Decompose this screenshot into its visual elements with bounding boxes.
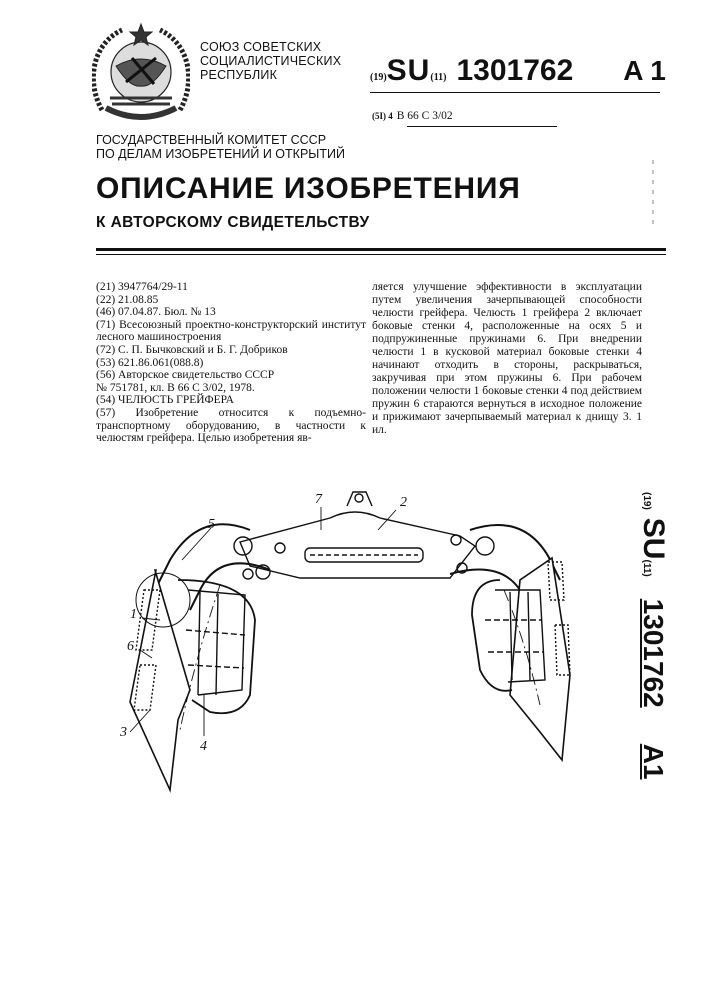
figure-label-4: 4 — [200, 739, 207, 754]
number-code-num: (11) — [430, 72, 446, 83]
ipc-value: B 66 C 3/02 — [397, 110, 453, 122]
figure-label-3: 3 — [119, 725, 127, 740]
publication-number: (19)SU(11) 1301762 A 1 — [370, 54, 666, 88]
abstract-continuation: ляется улучшение эффективности в эксплуа… — [372, 281, 642, 437]
ipc-class: (5I) 4 B 66 C 3/02 — [372, 110, 453, 122]
side-country-code-num: (19) — [641, 492, 652, 510]
header-rule-thin — [96, 254, 666, 255]
side-kind-code: A1 — [638, 744, 669, 780]
figure-label-2: 2 — [400, 495, 407, 510]
field-72: (72) С. П. Бычковский и Б. Г. Добриков — [96, 344, 366, 357]
committee-name: ГОСУДАРСТВЕННЫЙ КОМИТЕТ СССР ПО ДЕЛАМ ИЗ… — [96, 133, 345, 161]
header-rule-thick — [96, 248, 666, 251]
side-patent-number: 1301762 — [638, 599, 669, 708]
field-22: (22) 21.08.85 — [96, 294, 366, 307]
side-publication-number: (19)SU(11)1301762A1 — [650, 492, 690, 792]
figure-label-6: 6 — [127, 639, 134, 654]
grab-jaw-drawing: 7 2 5 1 6 3 4 — [100, 470, 620, 800]
field-71: (71) Всесоюзный проектно-конструкторский… — [96, 319, 366, 344]
side-country: SU — [637, 518, 670, 560]
field-56: (56) Авторское свидетельство СССР — [96, 369, 366, 382]
document-subtitle: К АВТОРСКОМУ СВИДЕТЕЛЬСТВУ — [96, 214, 370, 232]
publication-rule — [370, 92, 660, 93]
kind-code: A 1 — [623, 55, 666, 86]
field-46: (46) 07.04.87. Бюл. № 13 — [96, 306, 366, 319]
field-54: (54) ЧЕЛЮСТЬ ГРЕЙФЕРА — [96, 394, 366, 407]
bibliographic-data: (21) 3947764/29-11 (22) 21.08.85 (46) 07… — [96, 281, 366, 445]
union-name: СОЮЗ СОВЕТСКИХ СОЦИАЛИСТИЧЕСКИХ РЕСПУБЛИ… — [200, 40, 341, 82]
side-number-code-num: (11) — [641, 559, 652, 576]
field-57: (57) Изобретение относится к подъемно-тр… — [96, 407, 366, 445]
document-title: ОПИСАНИЕ ИЗОБРЕТЕНИЯ — [96, 172, 521, 206]
patent-number: 1301762 — [456, 54, 573, 87]
figure-label-5: 5 — [208, 517, 215, 532]
ipc-rule — [407, 126, 557, 127]
country-code-num: (19) — [370, 72, 387, 83]
figure-label-7: 7 — [315, 492, 323, 507]
country-code: SU — [387, 54, 431, 87]
field-53: (53) 621.86.061(088.8) — [96, 357, 366, 370]
margin-marks — [650, 160, 656, 230]
figure-label-1: 1 — [130, 607, 137, 622]
ipc-code-num: (5I) 4 — [372, 111, 393, 121]
ussr-emblem-icon — [92, 22, 190, 122]
field-21: (21) 3947764/29-11 — [96, 281, 366, 294]
field-56-ref: № 751781, кл. В 66 С 3/02, 1978. — [96, 382, 366, 395]
